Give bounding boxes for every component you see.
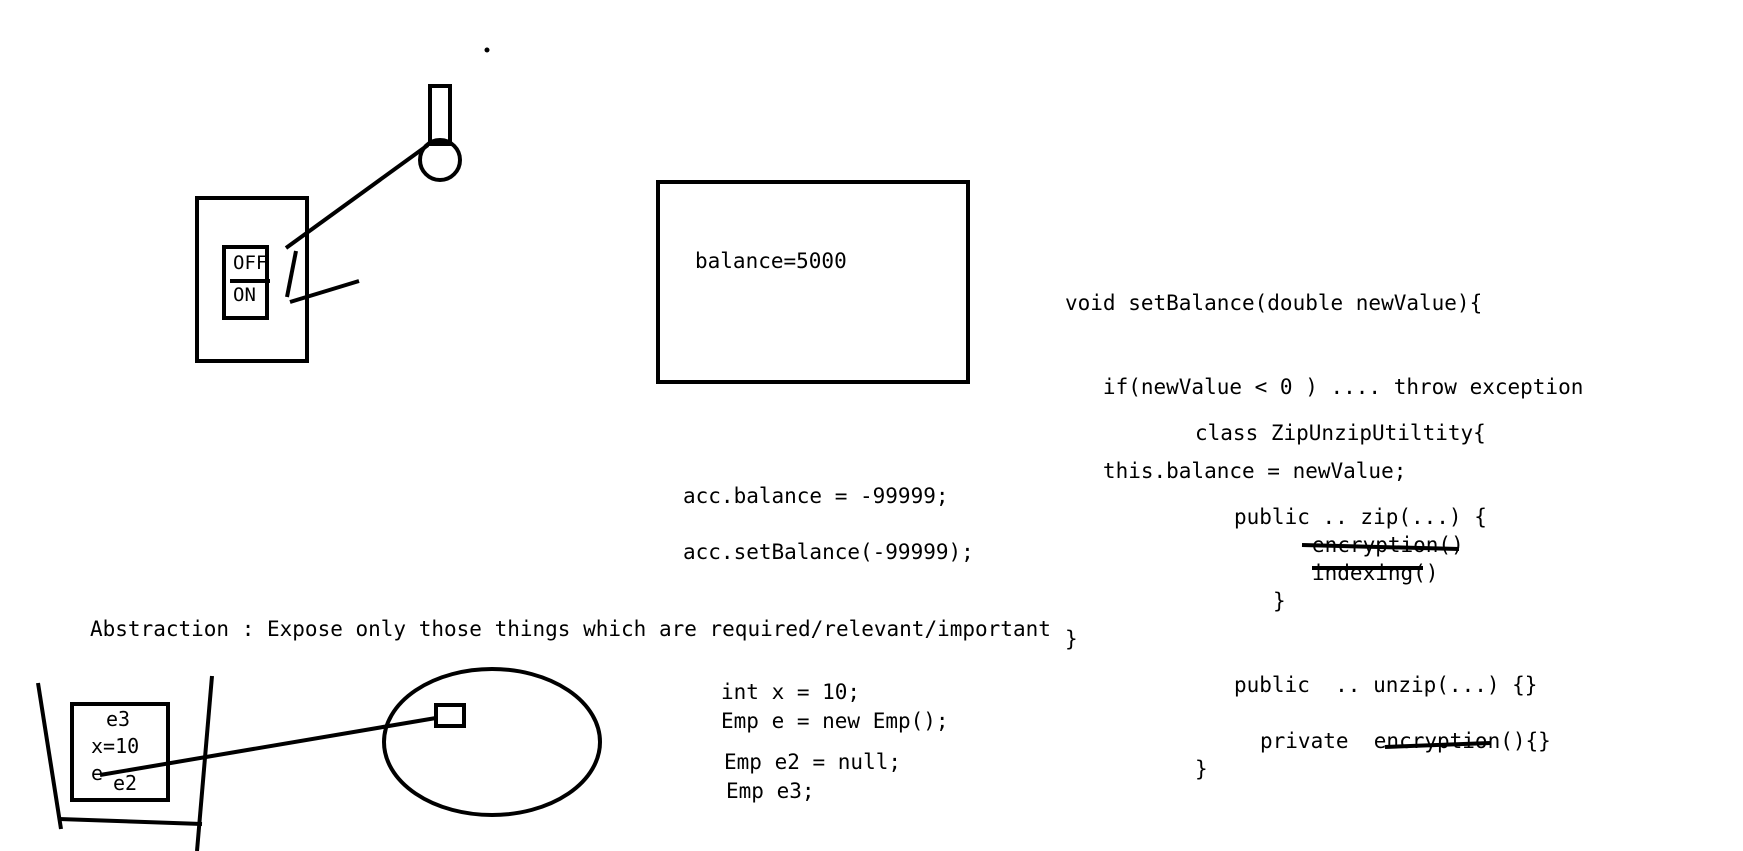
stack-var-e2: e2 (113, 771, 138, 795)
light-bulb-icon (418, 138, 462, 182)
zip-method: public .. zip(...) { (1234, 505, 1487, 529)
indexing-call-struck: indexing() (1312, 561, 1439, 585)
code-line: if(newValue < 0 ) .... throw exception (1065, 375, 1584, 399)
code-line: this.balance = newValue; (1065, 459, 1407, 483)
switch-mark (285, 250, 298, 298)
zip-class-close: } (1195, 757, 1208, 781)
var-code-emp-e3: Emp e3; (726, 779, 815, 803)
stack-var-x: x=10 (91, 734, 140, 758)
code-line: } (1065, 627, 1078, 651)
strike-private-encryption (1384, 741, 1491, 749)
switch-on-label: ON (233, 284, 256, 306)
direct-assignment-code: acc.balance = -99999; (683, 484, 949, 508)
stray-dot (484, 47, 490, 53)
unzip-method: public .. unzip(...) {} (1234, 673, 1538, 697)
switch-plate (195, 196, 309, 363)
var-code-int-x: int x = 10; (721, 680, 861, 704)
var-code-emp-e2: Emp e2 = null; (724, 750, 902, 774)
reference-arrow (99, 716, 437, 777)
stack-base (58, 817, 203, 826)
zip-method-close: } (1273, 589, 1286, 613)
stack-wall-right (195, 675, 214, 851)
account-object-box (656, 180, 970, 384)
stack-var-e: e (91, 761, 104, 785)
stack-frame-box (70, 702, 170, 802)
var-code-emp-e: Emp e = new Emp(); (721, 709, 949, 733)
balance-value: balance=5000 (695, 249, 847, 273)
stack-var-e3: e3 (106, 707, 131, 731)
switch-off-label: OFF (233, 252, 268, 274)
code-line: void setBalance(double newValue){ (1065, 291, 1483, 315)
strike-encryption (1301, 543, 1460, 551)
switch-wire-out (289, 279, 360, 304)
zip-class-header: class ZipUnzipUtiltity{ (1195, 421, 1486, 445)
heap-object-box (434, 703, 466, 728)
stack-wall-left (36, 682, 63, 830)
encryption-call-struck: encryption() (1312, 533, 1464, 557)
set-balance-method: void setBalance(double newValue){ if(new… (1065, 233, 1583, 681)
switch-wire (284, 143, 430, 250)
heap-ellipse (382, 667, 602, 817)
bulb-stem (428, 84, 452, 146)
private-encryption-method: private encryption(){} (1260, 729, 1551, 753)
setter-call-code: acc.setBalance(-99999); (683, 540, 974, 564)
abstraction-definition: Abstraction : Expose only those things w… (90, 617, 1051, 641)
